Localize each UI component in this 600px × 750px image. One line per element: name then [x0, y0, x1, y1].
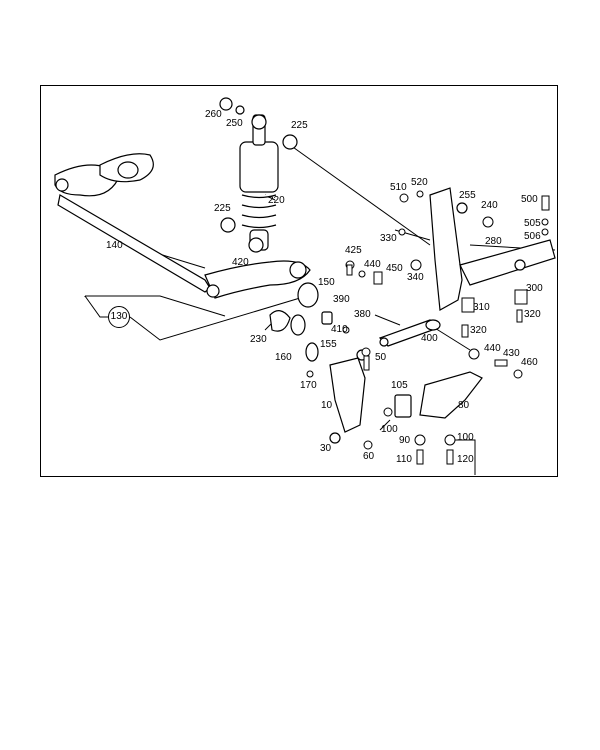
label-430: 430 [503, 348, 520, 359]
label-240: 240 [481, 200, 498, 211]
label-60: 60 [363, 451, 375, 462]
label-50: 50 [375, 352, 387, 363]
label-80: 80 [458, 400, 470, 411]
label-10: 10 [321, 400, 333, 411]
label-310: 310 [473, 302, 490, 313]
label-320a: 320 [470, 325, 487, 336]
control-arm [204, 260, 311, 332]
callout-130-frame [84, 294, 311, 341]
label-400: 400 [421, 333, 438, 344]
label-280: 280 [485, 236, 502, 247]
stabilizer-bar [54, 153, 211, 293]
label-120: 120 [457, 454, 474, 465]
label-160: 160 [275, 352, 292, 363]
frame-bracket [429, 187, 556, 311]
label-505: 505 [524, 218, 541, 229]
label-460: 460 [521, 357, 538, 368]
link-380 [378, 319, 441, 347]
label-140: 140 [106, 240, 123, 251]
shock-absorber [219, 97, 298, 253]
label-410: 410 [331, 324, 348, 335]
label-330: 330 [380, 233, 397, 244]
label-90: 90 [399, 435, 411, 446]
bracket-10 [329, 349, 368, 444]
diagram-frame [40, 85, 558, 477]
label-506: 506 [524, 231, 541, 242]
label-250: 250 [226, 118, 243, 129]
leader-100 [379, 419, 391, 431]
part-130-callout: 130 [108, 306, 130, 328]
label-155: 155 [320, 339, 337, 350]
label-100b: 100 [457, 432, 474, 443]
label-150: 150 [318, 277, 335, 288]
label-260: 260 [205, 109, 222, 120]
label-170: 170 [300, 380, 317, 391]
label-520: 520 [411, 177, 428, 188]
label-510: 510 [390, 182, 407, 193]
label-300: 300 [526, 283, 543, 294]
label-500: 500 [521, 194, 538, 205]
bushings [290, 282, 333, 362]
label-450: 450 [386, 263, 403, 274]
label-30: 30 [320, 443, 332, 454]
leader-225-top [289, 144, 431, 246]
label-420: 420 [232, 257, 249, 268]
label-110: 110 [396, 454, 412, 465]
label-390: 390 [333, 294, 350, 305]
label-255: 255 [459, 190, 476, 201]
fasteners [306, 190, 550, 465]
label-425: 425 [345, 245, 362, 256]
label-340: 340 [407, 272, 424, 283]
label-105: 105 [391, 380, 408, 391]
label-100a: 100 [381, 424, 398, 435]
label-320b: 320 [524, 309, 541, 320]
label-380: 380 [354, 309, 371, 320]
label-440b: 440 [484, 343, 501, 354]
label-220: 220 [268, 195, 285, 206]
label-230: 230 [250, 334, 267, 345]
label-440a: 440 [364, 259, 381, 270]
leader-380 [374, 314, 401, 326]
bracket-80 [394, 371, 483, 419]
label-130: 130 [110, 311, 128, 322]
label-225b: 225 [214, 203, 231, 214]
label-225a: 225 [291, 120, 308, 131]
